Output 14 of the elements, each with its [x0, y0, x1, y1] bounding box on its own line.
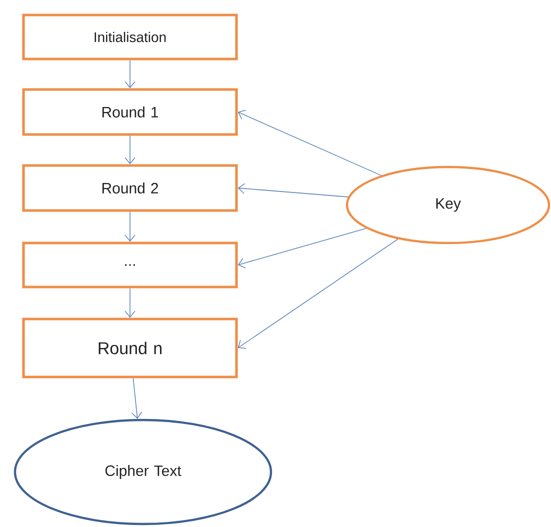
- arrow: [124, 135, 136, 164]
- arrow: [131, 378, 142, 419]
- arrow: [124, 211, 136, 242]
- arrow: [238, 183, 348, 198]
- process-box: Round n: [22, 318, 238, 378]
- arrow: [124, 288, 136, 318]
- arrow: [124, 60, 136, 88]
- arrow: [238, 110, 382, 176]
- process-box: Round 1: [22, 88, 238, 136]
- arrow: [238, 238, 398, 349]
- process-box: ...: [22, 242, 238, 288]
- process-box: Initialisation: [22, 14, 238, 60]
- arrow: [238, 228, 367, 268]
- process-box: Round 2: [22, 164, 238, 212]
